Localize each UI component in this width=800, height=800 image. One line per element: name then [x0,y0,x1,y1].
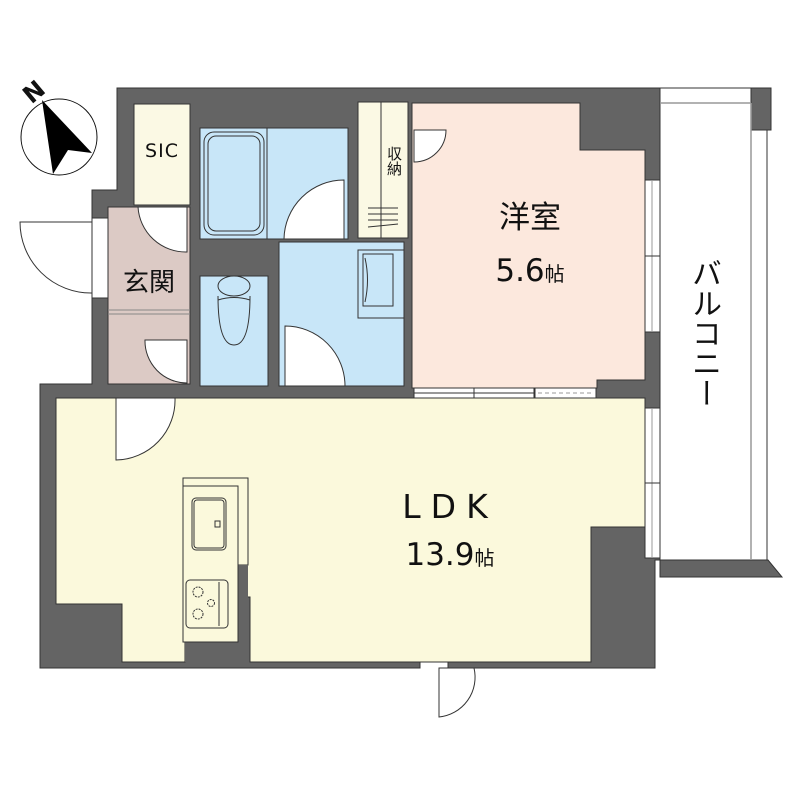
entrance-label: 玄関 [122,268,175,298]
storage-label: 収納 [385,146,403,176]
sink-icon [191,497,227,551]
north-arrow-icon [20,98,98,176]
ldk-area-value: 13.9 [405,537,475,573]
doors [19,129,476,718]
washbasin-icon [357,249,405,319]
western-room-area-unit: 帖 [544,262,565,286]
sliding-door [413,387,597,399]
stove-icon [185,579,229,629]
western-room-name: 洋室 [499,200,561,236]
toilet-room [199,275,269,387]
sic-label: SIC [145,140,179,162]
toilet-icon [217,275,251,297]
western-room-area: 5.6帖 [470,256,590,287]
storage-closet [357,101,442,239]
western-room-area-value: 5.6 [495,253,545,289]
windows [644,179,661,559]
ldk-room-name: LDK [402,487,498,526]
balcony [659,87,768,561]
sic-room [133,103,191,206]
ldk-room-area: 13.9帖 [380,540,520,571]
kitchen-counter [182,477,249,662]
ldk-area-unit: 帖 [474,546,495,570]
front-door [19,221,93,294]
bathtub-icon [203,131,265,236]
balcony-label: バルコニー [686,258,721,408]
